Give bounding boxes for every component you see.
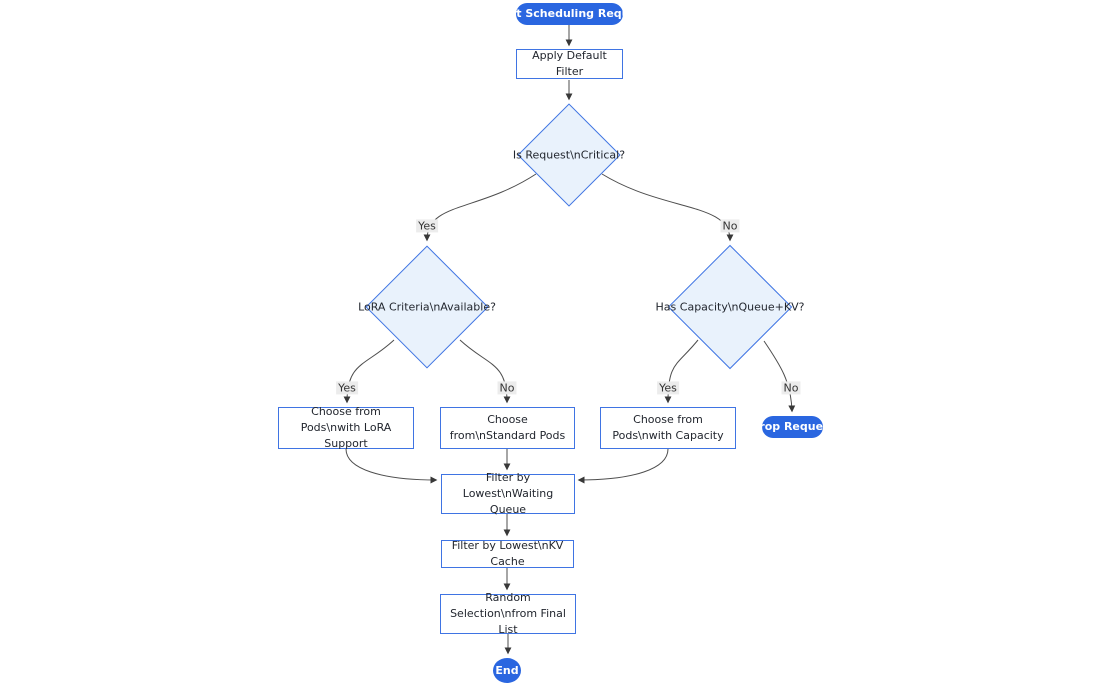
node-choose-standard-pods: Choose from\nStandard Pods <box>440 407 575 449</box>
edge-capacity-no <box>763 340 796 413</box>
node-label: Random Selection\nfrom Final List <box>450 591 566 636</box>
node-choose-pods-lora-support: Choose from Pods\nwith LoRA Support <box>278 405 414 450</box>
node-drop-request: Drop Request <box>750 416 835 438</box>
node-label: Choose from Pods\nwith LoRA Support <box>300 405 392 450</box>
edge-label-capacity-yes: Yes <box>657 381 679 395</box>
node-label: Filter by Lowest\nWaiting Queue <box>462 471 554 516</box>
node-filter-lowest-kv-cache: Filter by Lowest\nKV Cache <box>441 539 574 568</box>
edge-capacitypods-to-filter <box>577 448 669 484</box>
node-is-request-critical: Is Request\nCritical? <box>513 103 625 207</box>
node-label: Start Scheduling Request <box>490 7 649 21</box>
node-label: Choose from\nStandard Pods <box>449 413 566 442</box>
node-has-capacity-queue-kv: Has Capacity\nQueue+KV? <box>656 244 804 370</box>
edge-label-lora-no: No <box>497 381 517 395</box>
edge-label-critical-no: No <box>720 219 740 233</box>
node-label: End <box>495 663 519 677</box>
node-label: Is Request\nCritical? <box>512 148 626 162</box>
node-lora-criteria-available: LoRA Criteria\nAvailable? <box>358 245 496 369</box>
node-choose-pods-capacity: Choose from Pods\nwith Capacity <box>600 407 736 449</box>
edge-label-lora-yes: Yes <box>336 381 358 395</box>
node-label: Filter by Lowest\nKV Cache <box>451 539 564 568</box>
node-start-scheduling-request: Start Scheduling Request <box>490 3 649 25</box>
node-label: Has Capacity\nQueue+KV? <box>655 300 805 314</box>
edge-critical-no <box>601 173 734 242</box>
node-random-selection-final-list: Random Selection\nfrom Final List <box>440 591 576 636</box>
edge-label-capacity-no: No <box>781 381 801 395</box>
node-label: Apply Default Filter <box>532 49 607 78</box>
node-label: Drop Request <box>750 420 835 434</box>
node-label: LoRA Criteria\nAvailable? <box>358 300 496 314</box>
edge-lora-to-filter <box>345 448 438 484</box>
node-end: End <box>493 658 521 683</box>
node-apply-default-filter: Apply Default Filter <box>516 49 623 79</box>
edge-label-critical-yes: Yes <box>416 219 438 233</box>
node-filter-lowest-waiting-queue: Filter by Lowest\nWaiting Queue <box>441 471 575 516</box>
node-label: Choose from Pods\nwith Capacity <box>612 413 724 442</box>
